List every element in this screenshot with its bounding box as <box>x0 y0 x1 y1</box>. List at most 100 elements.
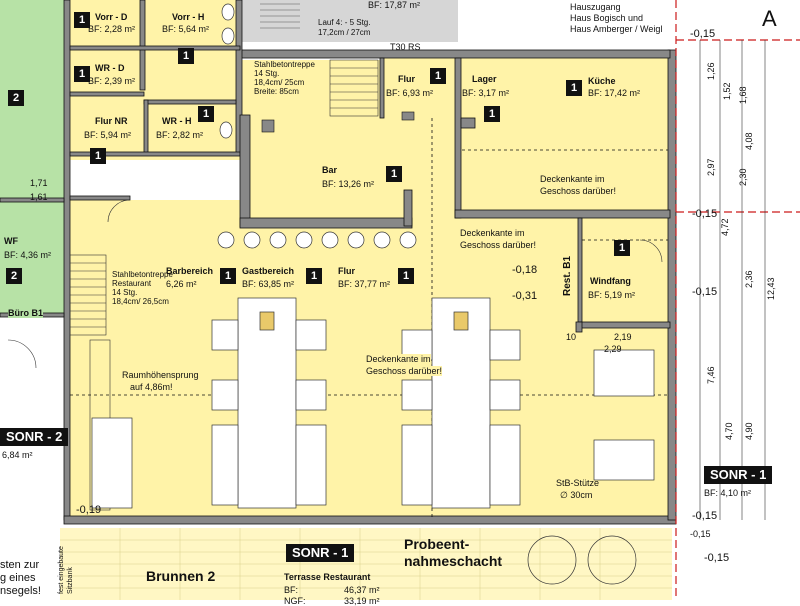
sitzbank-label: Sitzbank <box>67 567 74 594</box>
probe-2: nahmeschacht <box>404 553 503 569</box>
room-vorr-d-num: 1 <box>74 12 90 28</box>
room-flur-main-name: Flur <box>338 266 355 276</box>
dim-s-3: 10 <box>566 332 577 342</box>
note-stuetze-a: StB-Stütze <box>556 478 600 488</box>
room-flur-nr-num: 1 <box>90 148 106 164</box>
stair-top-3: 18,4cm/ 25cm <box>254 78 305 87</box>
t30-label: T30 RS <box>390 42 421 52</box>
room-wf-name: WF <box>4 236 18 246</box>
toilets <box>219 3 235 139</box>
room-vorr-h-area: BF: 5,64 m² <box>162 24 210 34</box>
room-buero-b1-name: Büro B1 <box>8 308 44 318</box>
room-flur-small-area: BF: 6,93 m² <box>386 88 434 98</box>
room-barbereich-area: 6,26 m² <box>166 279 197 289</box>
elev-9: -0,15 <box>690 529 711 539</box>
house-1: Hauszugang <box>570 2 621 12</box>
room-windfang-name: Windfang <box>590 276 631 286</box>
stair-top <box>329 59 379 117</box>
room-flur-nr-area: BF: 5,94 m² <box>84 130 132 140</box>
left-num-2: 2 <box>8 90 24 106</box>
terrasse-bf-val: 46,37 m² <box>344 585 380 595</box>
room-gastbereich-name: Gastbereich <box>242 266 295 276</box>
room-lager-name: Lager <box>472 74 497 84</box>
fest-label: fest eingebaute <box>58 546 65 594</box>
stair-top-2: 14 Stg. <box>254 69 280 78</box>
elev-6: -0,15 <box>692 286 718 298</box>
room-windfang-num: 1 <box>614 240 630 256</box>
dim-r-3: 4,08 <box>744 132 754 150</box>
dim-r-11: 4,70 <box>724 422 734 440</box>
note-rest-b1: Rest. B1 <box>562 255 573 296</box>
sonr1-right-area: BF: 4,10 m² <box>704 488 752 498</box>
top-bf: BF: 17,87 m² <box>368 0 421 10</box>
elev-1: -0,18 <box>512 264 538 276</box>
terrasse-ngf-val: 33,19 m² <box>344 596 380 606</box>
room-bar-area: BF: 13,26 m² <box>322 179 375 189</box>
room-kueche-name: Küche <box>588 76 616 86</box>
room-kueche-area: BF: 17,42 m² <box>588 88 641 98</box>
top-grey-block <box>236 0 458 42</box>
probe-1: Probeent- <box>404 536 470 552</box>
room-bar-name: Bar <box>322 165 338 175</box>
room-barbereich-name: Barbereich <box>166 266 214 276</box>
elev-5: -0,15 <box>692 208 718 220</box>
elev-4: -0,15 <box>690 28 716 40</box>
terrasse-bf: BF: <box>284 585 299 595</box>
room-windfang-area: BF: 5,19 m² <box>588 290 636 300</box>
room-wr-h-area: BF: 2,82 m² <box>156 130 204 140</box>
terrasse-ngf: NGF: <box>284 596 306 606</box>
dim-r-5: 2,97 <box>706 158 716 176</box>
pillars <box>261 111 415 133</box>
room-kueche-num: 1 <box>566 80 582 96</box>
dim-s-2: 2,29 <box>604 344 622 354</box>
terrace-grid <box>60 528 672 600</box>
room-vorr-d-name: Vorr - D <box>95 12 128 22</box>
core-white <box>244 118 412 228</box>
note-deckenkante-1b: Geschoss darüber! <box>540 186 617 196</box>
note-deckenkante-2a: Deckenkante im <box>460 228 525 238</box>
stair-left-3: 14 Stg. <box>112 288 138 297</box>
room-wr-h-num: 1 <box>198 106 214 122</box>
dim-r-9: 12,43 <box>766 277 776 300</box>
stair-left-2: Restaurant <box>112 279 152 288</box>
room-wr-h-name: WR - H <box>162 116 192 126</box>
note-deckenkante-3a: Deckenkante im <box>366 354 431 364</box>
room-wr-d-area: BF: 2,39 m² <box>88 76 136 86</box>
room-flur-nr-name: Flur NR <box>95 116 128 126</box>
elev-3: -0,19 <box>76 504 102 516</box>
room-vorr-h-num: 1 <box>178 48 194 64</box>
dim-r-8: 2,36 <box>744 270 754 288</box>
room-gastbereich-num: 1 <box>306 268 322 284</box>
note-deckenkante-3b: Geschoss darüber! <box>366 366 443 376</box>
house-3: Haus Amberger / Weigl <box>570 24 663 34</box>
elev-8: -0,15 <box>704 552 730 564</box>
note-raumhoehe-a: Raumhöhensprung <box>122 370 199 380</box>
axis-label: A <box>762 6 777 31</box>
room-wf-num: 2 <box>6 268 22 284</box>
tables-left <box>91 297 327 509</box>
room-flur-main-area: BF: 37,77 m² <box>338 279 391 289</box>
stair-left-1: Stahlbetontreppe <box>112 270 173 279</box>
brunnen-label: Brunnen 2 <box>146 568 216 584</box>
note-raumhoehe-b: auf 4,86m! <box>130 382 173 392</box>
note-deckenkante-2b: Geschoss darüber! <box>460 240 537 250</box>
left-text-3: nsegels! <box>0 585 41 597</box>
bar-stools <box>217 231 417 249</box>
room-flur-small-name: Flur <box>398 74 415 84</box>
room-gastbereich-area: BF: 63,85 m² <box>242 279 295 289</box>
stair-info-2: 17,2cm / 27cm <box>318 28 371 37</box>
dim-r-7: 4,72 <box>720 218 730 236</box>
stair-treads-top <box>260 3 300 29</box>
room-wr-d-name: WR - D <box>95 63 125 73</box>
terrace-circles <box>527 535 637 585</box>
room-flur-small-num: 1 <box>430 68 446 84</box>
left-text-1: sten zur <box>0 559 40 571</box>
left-dim-2: 1,61 <box>30 192 48 202</box>
room-vorr-d-area: BF: 2,28 m² <box>88 24 136 34</box>
house-2: Haus Bogisch und <box>570 13 644 23</box>
right-dims <box>699 40 766 520</box>
stair-top-4: Breite: 85cm <box>254 87 299 96</box>
note-deckenkante-1a: Deckenkante im <box>540 174 605 184</box>
dim-r-4: 1,68 <box>738 86 748 104</box>
sonr2-area: 6,84 m² <box>2 450 33 460</box>
